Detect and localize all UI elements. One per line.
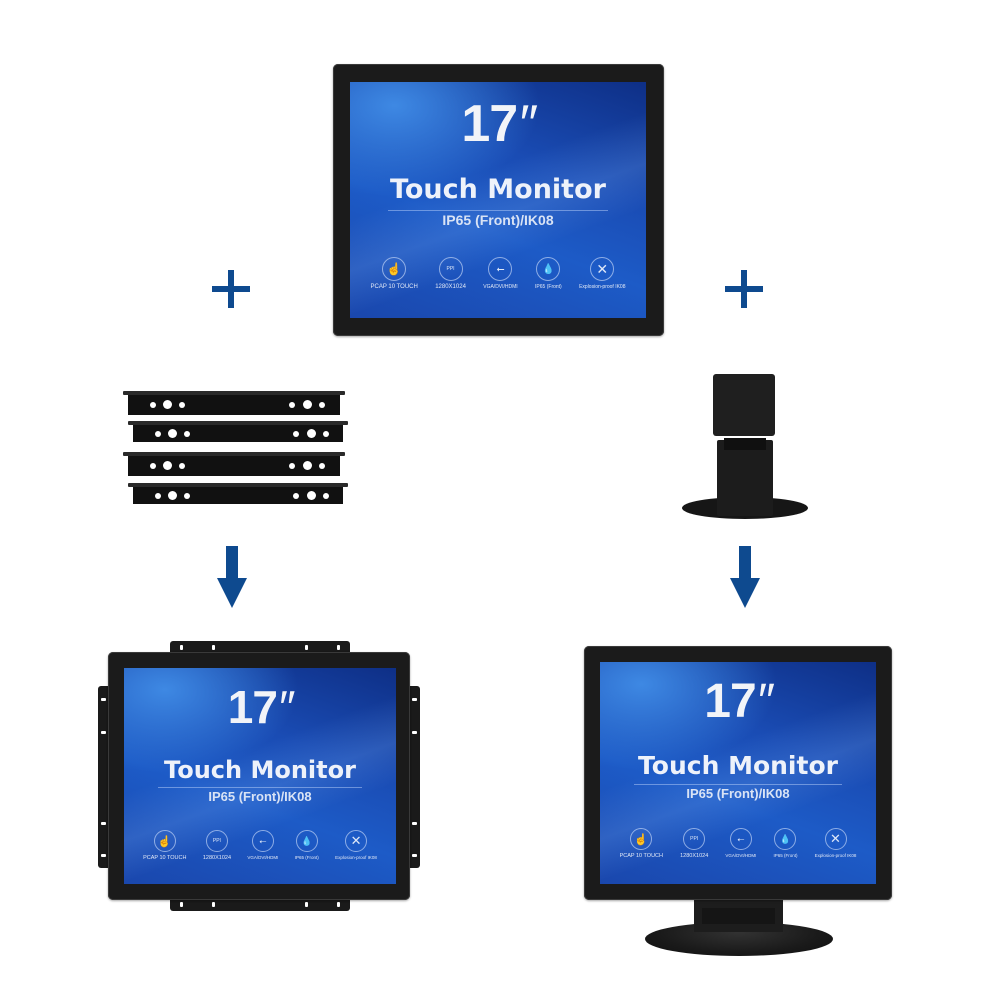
top-mount-tab bbox=[170, 641, 350, 655]
explosion-proof-icon: ✕ bbox=[345, 830, 368, 852]
screen-subtitle: IP65 (Front)/IK08 bbox=[208, 789, 312, 804]
screen-size-label: 17″ bbox=[227, 681, 293, 733]
feature-touch: ☝ PCAP 10 TOUCH bbox=[143, 830, 186, 861]
monitor-stand-neck bbox=[694, 898, 783, 932]
feature-icons: ☝ PCAP 10 TOUCH PPI 1280X1024 ⭠ VGA/DVI/… bbox=[124, 830, 396, 861]
stand-vesa-plate bbox=[713, 374, 775, 436]
usb-icon: ⭠ bbox=[251, 830, 274, 852]
feature-icons: ☝ PCAP 10 TOUCH PPI 1280X1024 ⭠ VGA/DVI/… bbox=[350, 257, 646, 290]
explosion-proof-icon: ✕ bbox=[824, 828, 847, 850]
screen-divider bbox=[388, 210, 608, 211]
bottom-left-monitor: 17″ Touch Monitor IP65 (Front)/IK08 ☝ PC… bbox=[108, 652, 410, 900]
monitor-screen: 17″ Touch Monitor IP65 (Front)/IK08 ☝ PC… bbox=[600, 662, 876, 884]
bracket-4 bbox=[128, 483, 348, 504]
usb-icon: ⭠ bbox=[729, 828, 752, 850]
arrow-down-icon-left bbox=[217, 546, 247, 608]
plus-icon-left bbox=[212, 270, 250, 308]
touch-hand-icon: ☝ bbox=[382, 257, 407, 281]
feature-ip65: 💧 IP65 (Front) bbox=[295, 830, 319, 861]
feature-explosion-proof: ✕ Explosion-proof IK08 bbox=[335, 830, 377, 861]
feature-resolution: PPI 1280X1024 bbox=[680, 828, 708, 859]
feature-ports: ⭠ VGA/DVI/HDMI bbox=[483, 257, 518, 290]
water-drops-icon: 💧 bbox=[295, 830, 318, 852]
feature-ip65: 💧 IP65 (Front) bbox=[535, 257, 562, 290]
feature-explosion-proof: ✕ Explosion-proof IK08 bbox=[579, 257, 626, 290]
screen-size-label: 17″ bbox=[704, 675, 772, 728]
stand-column bbox=[717, 440, 773, 516]
ppi-display-icon: PPI bbox=[438, 257, 463, 281]
bottom-right-monitor: 17″ Touch Monitor IP65 (Front)/IK08 ☝ PC… bbox=[584, 646, 892, 900]
screen-divider bbox=[634, 784, 842, 785]
top-monitor: 17″ Touch Monitor IP65 (Front)/IK08 ☝ PC… bbox=[333, 64, 664, 336]
explosion-proof-icon: ✕ bbox=[590, 257, 615, 281]
screen-subtitle: IP65 (Front)/IK08 bbox=[442, 212, 554, 228]
feature-icons: ☝ PCAP 10 TOUCH PPI 1280X1024 ⭠ VGA/DVI/… bbox=[600, 828, 876, 859]
feature-touch: ☝ PCAP 10 TOUCH bbox=[371, 257, 418, 290]
feature-explosion-proof: ✕ Explosion-proof IK08 bbox=[815, 828, 856, 859]
water-drops-icon: 💧 bbox=[774, 828, 797, 850]
touch-hand-icon: ☝ bbox=[153, 830, 176, 852]
touch-hand-icon: ☝ bbox=[630, 828, 653, 850]
feature-resolution: PPI 1280X1024 bbox=[435, 257, 466, 290]
bracket-3 bbox=[123, 452, 345, 476]
bracket-1 bbox=[123, 391, 345, 415]
left-mount-tab bbox=[98, 686, 110, 868]
screen-title: Touch Monitor bbox=[164, 756, 356, 784]
bracket-2 bbox=[128, 421, 348, 442]
ppi-display-icon: PPI bbox=[683, 828, 706, 850]
screen-subtitle: IP65 (Front)/IK08 bbox=[686, 786, 790, 801]
feature-touch: ☝ PCAP 10 TOUCH bbox=[620, 828, 663, 859]
desktop-stand bbox=[680, 372, 810, 522]
ppi-display-icon: PPI bbox=[205, 830, 228, 852]
bottom-mount-tab bbox=[170, 898, 350, 911]
screen-divider bbox=[158, 787, 362, 788]
screen-title: Touch Monitor bbox=[638, 751, 838, 780]
monitor-screen: 17″ Touch Monitor IP65 (Front)/IK08 ☝ PC… bbox=[124, 668, 396, 884]
right-mount-tab bbox=[408, 686, 420, 868]
feature-ports: ⭠ VGA/DVI/HDMI bbox=[725, 828, 756, 859]
monitor-screen: 17″ Touch Monitor IP65 (Front)/IK08 ☝ PC… bbox=[350, 82, 646, 318]
usb-icon: ⭠ bbox=[488, 257, 513, 281]
screen-title: Touch Monitor bbox=[390, 174, 606, 205]
feature-ip65: 💧 IP65 (Front) bbox=[773, 828, 798, 859]
plus-icon-right bbox=[725, 270, 763, 308]
feature-resolution: PPI 1280X1024 bbox=[203, 830, 231, 861]
feature-ports: ⭠ VGA/DVI/HDMI bbox=[247, 830, 278, 861]
screen-size-label: 17″ bbox=[461, 95, 535, 153]
stand-hinge bbox=[724, 438, 766, 450]
arrow-down-icon-right bbox=[730, 546, 760, 608]
water-drops-icon: 💧 bbox=[536, 257, 561, 281]
